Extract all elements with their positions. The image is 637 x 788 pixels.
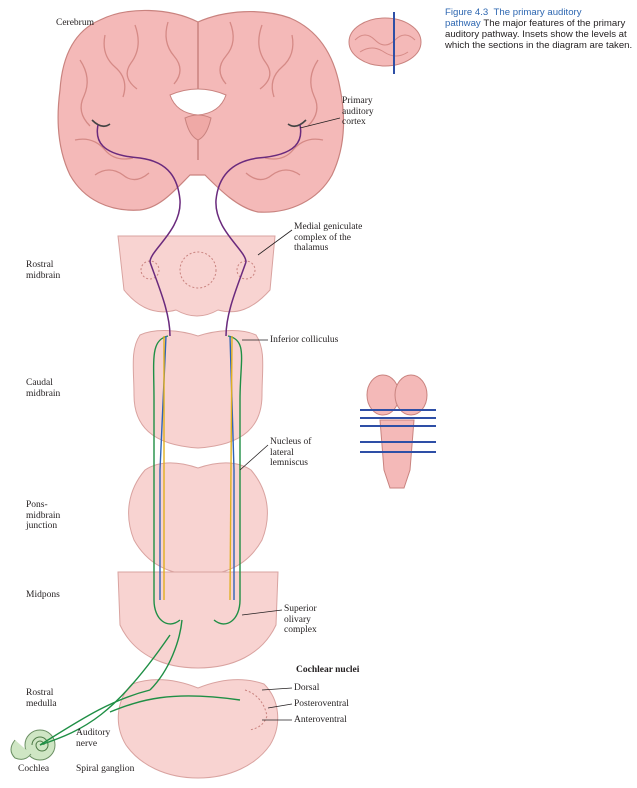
label-midpons: Midpons xyxy=(26,590,60,600)
label-dorsal: Dorsal xyxy=(294,683,320,693)
caption-title: The primary auditory pathway xyxy=(445,7,582,29)
cochlea-graphic xyxy=(10,729,56,761)
label-rostral-midbrain: Rostral midbrain xyxy=(26,260,61,281)
cerebrum-section xyxy=(57,9,345,213)
rostral-medulla-section xyxy=(117,679,279,779)
pons-midbrain-section xyxy=(128,462,268,576)
figure-caption: Figure 4.3 The primary auditory pathway … xyxy=(445,7,633,51)
label-superior-olivary-complex: Superior olivary complex xyxy=(284,604,317,635)
rostral-midbrain-section xyxy=(117,235,276,317)
label-rostral-medulla: Rostral medulla xyxy=(26,688,57,709)
label-spiral-ganglion: Spiral ganglion xyxy=(76,764,135,774)
label-posteroventral: Posteroventral xyxy=(294,699,349,709)
caption-text: The major features of the primary audito… xyxy=(445,18,633,51)
midpons-section xyxy=(117,571,279,669)
ascending-lemniscal-pathways xyxy=(152,335,243,625)
label-primary-auditory-cortex: Primary auditory cortex xyxy=(342,96,374,127)
label-anteroventral: Anteroventral xyxy=(294,715,347,725)
brainstem-inset xyxy=(360,374,436,489)
label-cochlea: Cochlea xyxy=(18,764,50,774)
label-caudal-midbrain: Caudal midbrain xyxy=(26,378,61,399)
brain-inset xyxy=(348,12,422,74)
caption-figure-number: Figure 4.3 xyxy=(445,7,489,18)
label-nucleus-lateral-lemniscus: Nucleus of lateral lemniscus xyxy=(270,437,312,468)
auditory-nerve-pathway xyxy=(39,619,241,746)
label-cochlear-nuclei: Cochlear nuclei xyxy=(296,665,360,675)
label-inferior-colliculus: Inferior colliculus xyxy=(270,335,339,345)
leader-lines xyxy=(239,117,341,721)
caudal-midbrain-section xyxy=(132,330,264,449)
label-pons-midbrain-junction: Pons- midbrain junction xyxy=(26,500,61,531)
label-medial-geniculate: Medial geniculate complex of the thalamu… xyxy=(294,222,363,253)
thalamocortical-pathway xyxy=(96,124,302,337)
label-cerebrum: Cerebrum xyxy=(56,18,94,28)
label-auditory-nerve: Auditory nerve xyxy=(76,728,111,749)
